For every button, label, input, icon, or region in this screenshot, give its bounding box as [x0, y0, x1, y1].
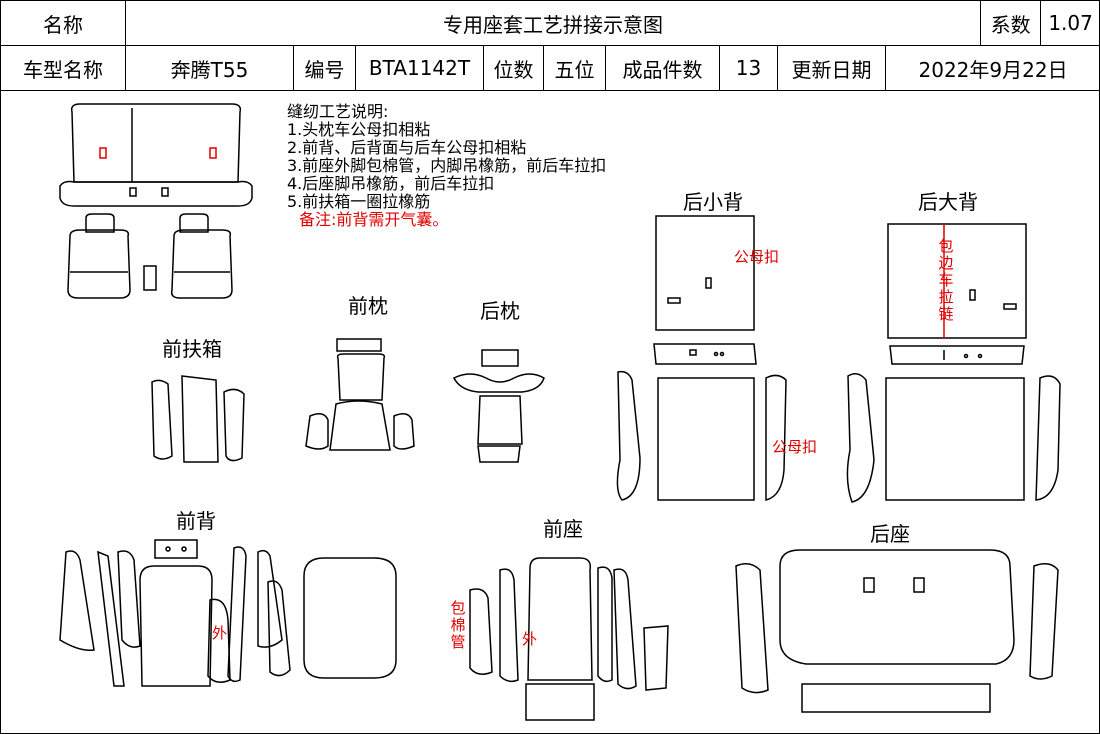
- front-seat-pieces: [303, 557, 669, 721]
- model-value: 奔腾T55: [125, 45, 294, 91]
- sheet-title: 专用座套工艺拼接示意图: [124, 0, 982, 46]
- date-value: 2022年9月22日: [884, 45, 1100, 91]
- code-value: BTA1142T: [355, 45, 484, 91]
- label-front-armrest: 前扶箱: [162, 337, 222, 361]
- rear-small-back-pieces: [616, 215, 787, 501]
- front-headrest-pieces: [305, 338, 415, 451]
- seat-overview-illustration: [59, 103, 253, 299]
- seats-label: 位数: [483, 45, 544, 91]
- pieces-value: 13: [719, 45, 778, 91]
- rear-seat-pieces: [735, 549, 1059, 713]
- label-rear-seat: 后座: [870, 522, 910, 546]
- label-rear-large-back: 后大背: [918, 190, 978, 214]
- label-rear-small-back: 后小背: [683, 190, 743, 214]
- pieces-label: 成品件数: [605, 45, 720, 91]
- notes-title: 缝纫工艺说明:: [287, 102, 389, 121]
- header-table: 名称 专用座套工艺拼接示意图 系数 1.07 车型名称 奔腾T55 编号 BTA…: [0, 0, 1100, 91]
- annotation-outer-front-seat: 外: [522, 630, 538, 648]
- name-label: 名称: [0, 0, 126, 46]
- label-front-back: 前背: [176, 509, 216, 533]
- annotation-cotton-tube: 包棉管: [450, 599, 466, 651]
- rear-large-back-pieces: [846, 223, 1061, 503]
- seats-value: 五位: [543, 45, 606, 91]
- label-front-headrest: 前枕: [348, 294, 388, 318]
- front-back-pieces: [59, 539, 291, 687]
- annotation-snap-side: 公母扣: [772, 438, 818, 456]
- code-label: 编号: [293, 45, 356, 91]
- label-front-seat: 前座: [543, 517, 583, 541]
- label-rear-headrest: 后枕: [480, 299, 520, 323]
- model-label: 车型名称: [0, 45, 126, 91]
- note-item: 1.头枕车公母扣相粘: [287, 120, 431, 139]
- note-item: 5.前扶箱一圈拉橡筋: [287, 192, 431, 211]
- coef-label: 系数: [980, 0, 1042, 46]
- annotation-edge-zipper: 包边车拉链: [938, 237, 954, 323]
- note-item: 2.前背、后背面与后车公母扣相粘: [287, 138, 527, 157]
- date-label: 更新日期: [777, 45, 886, 91]
- annotation-outer-front-back: 外: [212, 624, 228, 642]
- sewing-notes: 缝纫工艺说明: 1.头枕车公母扣相粘 2.前背、后背面与后车公母扣相粘 3.前座…: [287, 103, 606, 229]
- front-armrest-pieces: [151, 375, 245, 463]
- notes-remark: 备注:前背需开气囊。: [299, 210, 449, 229]
- note-item: 4.后座脚吊橡筋，前后车拉扣: [287, 174, 495, 193]
- note-item: 3.前座外脚包棉管，内脚吊橡筋，前后车拉扣: [287, 156, 607, 175]
- rear-headrest-pieces: [452, 349, 545, 463]
- annotation-snap-small-back: 公母扣: [734, 248, 780, 266]
